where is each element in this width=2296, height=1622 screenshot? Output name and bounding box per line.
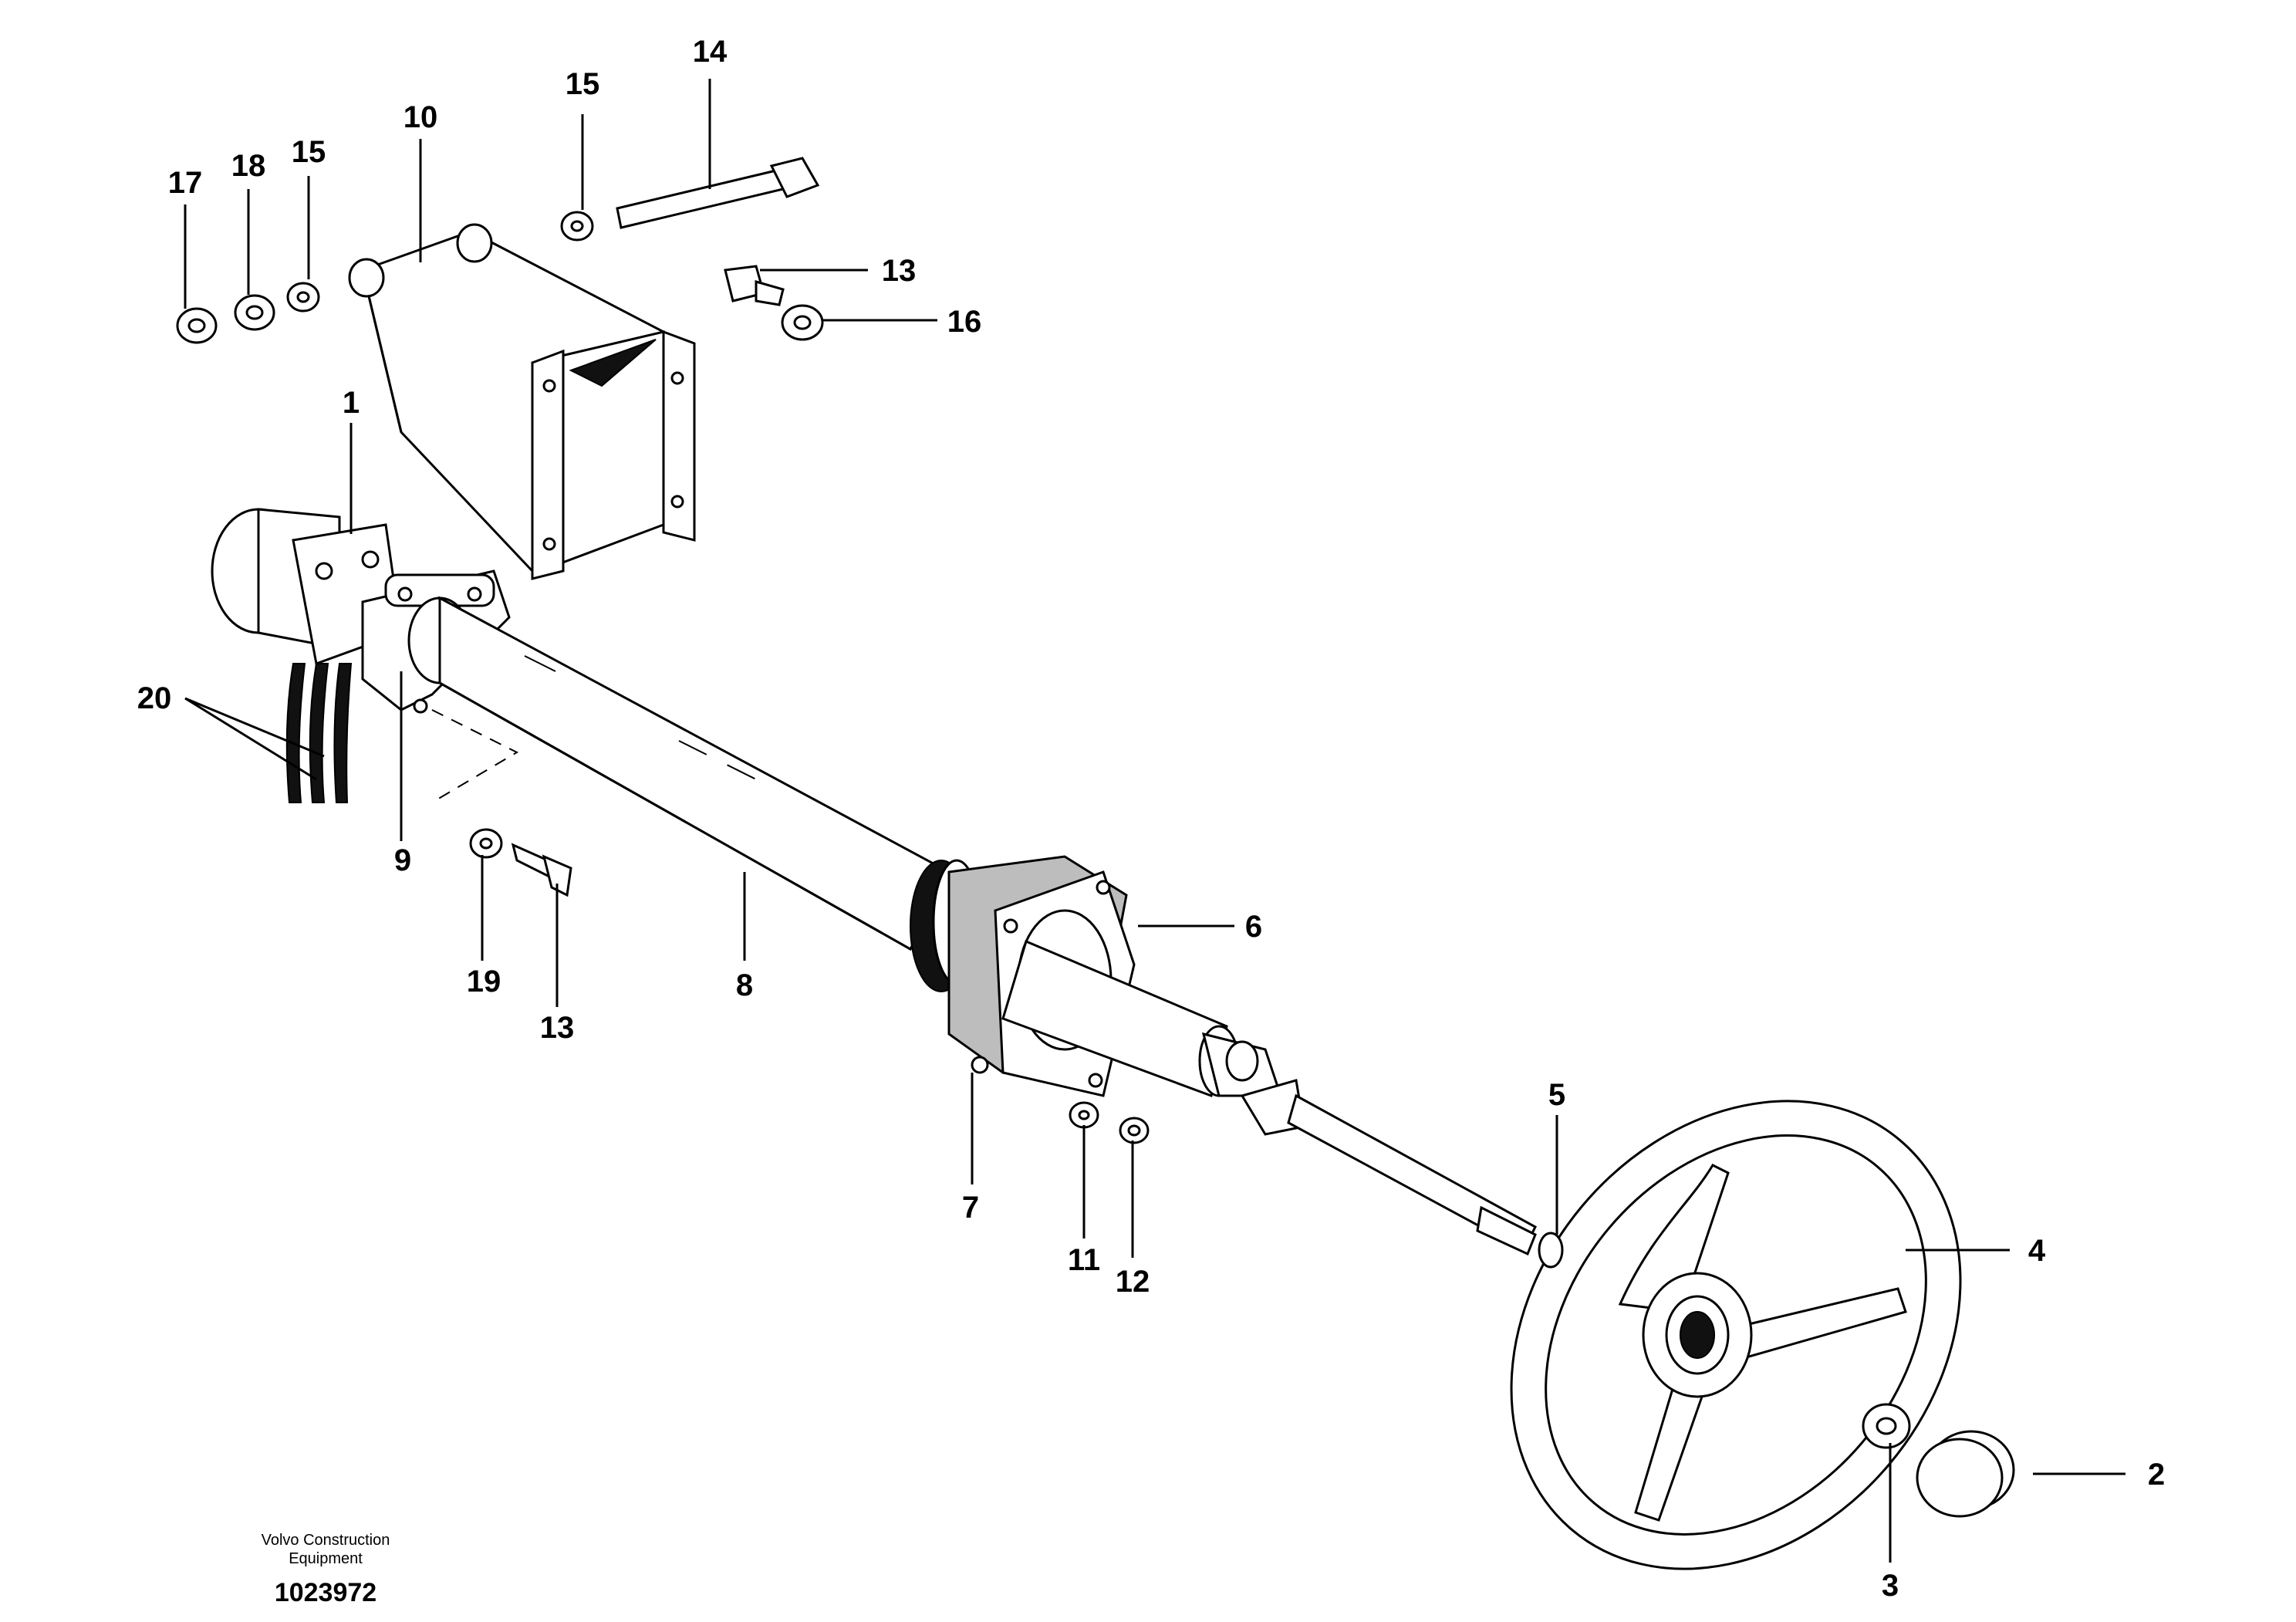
label-part-17: 17 bbox=[168, 166, 203, 200]
label-part-15: 15 bbox=[292, 135, 326, 169]
label-part-18: 18 bbox=[231, 149, 266, 183]
label-part-19: 19 bbox=[467, 965, 501, 999]
steering-wheel bbox=[1510, 1100, 1962, 1570]
drawing-footer: Volvo Construction Equipment 1023972 bbox=[262, 1532, 390, 1607]
inner-shaft bbox=[1001, 939, 1537, 1256]
column-tube bbox=[431, 596, 950, 951]
hydraulic-hoses bbox=[285, 663, 353, 803]
mounting-bracket bbox=[348, 223, 696, 580]
label-part-10: 10 bbox=[403, 100, 438, 134]
label-part-7: 7 bbox=[962, 1191, 979, 1225]
steering-unit bbox=[211, 508, 403, 666]
company-line-2: Equipment bbox=[289, 1550, 363, 1567]
label-part-16: 16 bbox=[947, 305, 982, 339]
label-part-5: 5 bbox=[1548, 1078, 1565, 1112]
label-part-3: 3 bbox=[1882, 1569, 1899, 1603]
label-part-15: 15 bbox=[566, 67, 600, 101]
label-part-13: 13 bbox=[540, 1011, 575, 1045]
label-part-4: 4 bbox=[2028, 1234, 2046, 1268]
label-part-11: 11 bbox=[1068, 1243, 1100, 1277]
label-part-8: 8 bbox=[736, 968, 753, 1002]
label-part-14: 14 bbox=[693, 35, 728, 69]
label-part-1: 1 bbox=[343, 386, 360, 420]
label-part-12: 12 bbox=[1116, 1265, 1150, 1299]
label-part-6: 6 bbox=[1245, 910, 1262, 944]
drawing-number: 1023972 bbox=[275, 1578, 376, 1607]
company-line-1: Volvo Construction bbox=[262, 1532, 390, 1549]
hardware-parts bbox=[176, 157, 2015, 1518]
leader-lines bbox=[184, 79, 2125, 1563]
label-part-2: 2 bbox=[2148, 1458, 2165, 1492]
label-part-13: 13 bbox=[882, 254, 917, 288]
label-part-20: 20 bbox=[137, 681, 172, 715]
label-part-9: 9 bbox=[394, 843, 411, 877]
part-labels: 17 18 15 10 15 14 13 16 1 20 9 19 13 8 6… bbox=[137, 35, 2165, 1603]
